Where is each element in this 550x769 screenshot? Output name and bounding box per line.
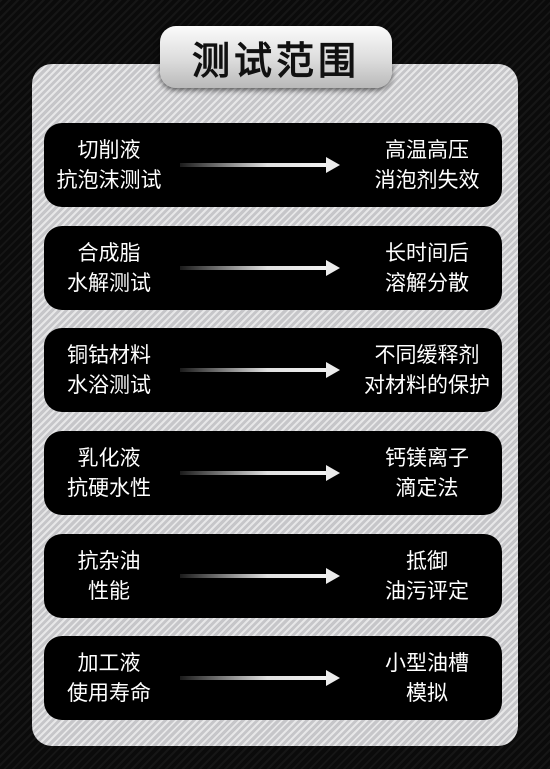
test-item-label: 抗杂油 性能 (44, 534, 174, 618)
test-item-line: 合成脂 (77, 241, 141, 265)
right-arrow-icon (180, 157, 340, 173)
test-item-line: 乳化液 (77, 446, 141, 470)
title-tab: 测试范围 (160, 26, 392, 88)
test-result-line: 长时间后 (385, 241, 469, 265)
test-item-label: 合成脂 水解测试 (44, 226, 174, 310)
test-item-line: 水浴测试 (67, 373, 151, 397)
test-result-line: 不同缓释剂 (374, 343, 480, 367)
test-row: 切削液 抗泡沫测试 高温高压 消泡剂失效 (44, 123, 502, 207)
test-item-line: 抗杂油 (77, 549, 141, 573)
page-title: 测试范围 (191, 38, 360, 83)
test-item-label: 加工液 使用寿命 (44, 636, 174, 720)
test-row: 合成脂 水解测试 长时间后 溶解分散 (44, 226, 502, 310)
test-result-label: 抵御 油污评定 (352, 534, 502, 618)
test-item-line: 抗泡沫测试 (56, 168, 162, 192)
test-result-label: 不同缓释剂 对材料的保护 (352, 328, 502, 412)
test-result-line: 消泡剂失效 (374, 168, 480, 192)
test-row: 铜钴材料 水浴测试 不同缓释剂 对材料的保护 (44, 328, 502, 412)
test-item-line: 切削液 (77, 138, 141, 162)
test-result-line: 对材料的保护 (364, 373, 490, 397)
test-result-line: 钙镁离子 (385, 446, 469, 470)
test-row: 抗杂油 性能 抵御 油污评定 (44, 534, 502, 618)
test-result-line: 油污评定 (385, 579, 469, 603)
test-item-line: 水解测试 (67, 271, 151, 295)
test-item-line: 加工液 (77, 651, 141, 675)
test-result-line: 滴定法 (395, 476, 459, 500)
test-result-line: 小型油槽 (385, 651, 469, 675)
test-result-line: 模拟 (406, 681, 448, 705)
test-row: 乳化液 抗硬水性 钙镁离子 滴定法 (44, 431, 502, 515)
test-result-line: 溶解分散 (385, 271, 469, 295)
test-item-line: 抗硬水性 (67, 476, 151, 500)
test-result-label: 小型油槽 模拟 (352, 636, 502, 720)
test-result-line: 抵御 (406, 549, 448, 573)
test-item-line: 使用寿命 (67, 681, 151, 705)
right-arrow-icon (180, 670, 340, 686)
test-result-label: 钙镁离子 滴定法 (352, 431, 502, 515)
test-item-label: 铜钴材料 水浴测试 (44, 328, 174, 412)
right-arrow-icon (180, 362, 340, 378)
test-result-label: 高温高压 消泡剂失效 (352, 123, 502, 207)
test-item-line: 铜钴材料 (67, 343, 151, 367)
right-arrow-icon (180, 260, 340, 276)
test-item-label: 乳化液 抗硬水性 (44, 431, 174, 515)
test-item-line: 性能 (88, 579, 130, 603)
test-result-label: 长时间后 溶解分散 (352, 226, 502, 310)
right-arrow-icon (180, 568, 340, 584)
test-row: 加工液 使用寿命 小型油槽 模拟 (44, 636, 502, 720)
right-arrow-icon (180, 465, 340, 481)
test-result-line: 高温高压 (385, 138, 469, 162)
test-item-label: 切削液 抗泡沫测试 (44, 123, 174, 207)
